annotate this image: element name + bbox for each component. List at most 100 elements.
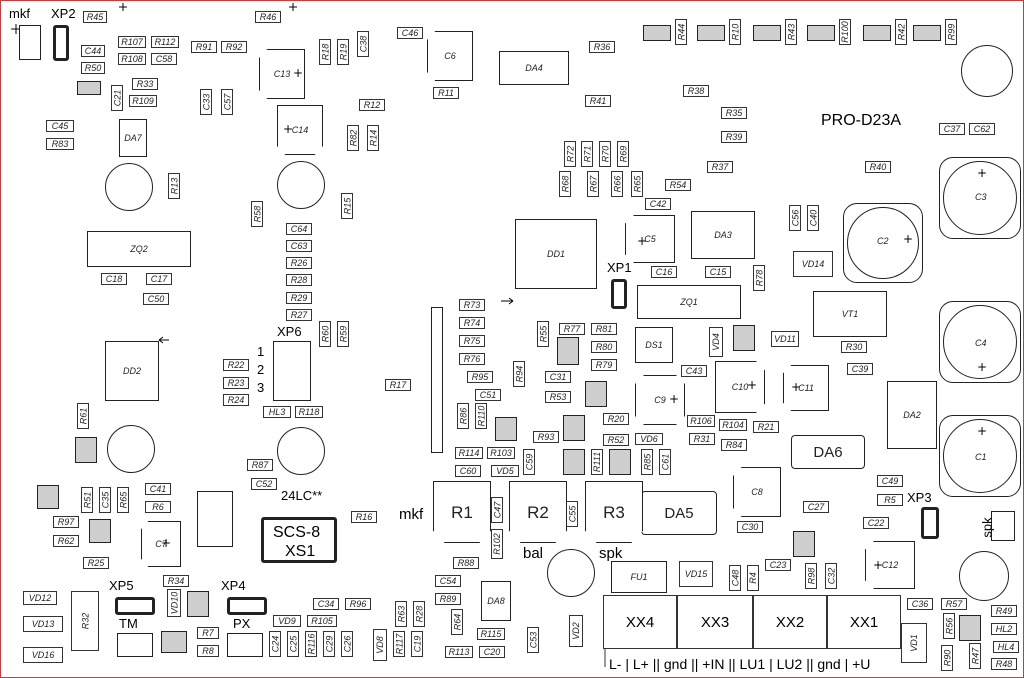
transistor-a: [557, 337, 579, 365]
resistor-r41: R41: [585, 95, 611, 107]
resistor-r51: R51: [81, 487, 93, 513]
cap-c1-plus: +: [977, 424, 988, 438]
resistor-r89: R89: [435, 593, 461, 605]
ic-da6: DA6: [791, 435, 865, 469]
resistor-r105: R105: [307, 615, 337, 627]
resistor-r97: R97: [53, 516, 79, 528]
transistor-j: [89, 519, 111, 543]
cap-c3-plus: +: [977, 166, 988, 180]
resistor-r38: R38: [683, 85, 709, 97]
capacitor-c46: C46: [397, 27, 423, 39]
resistor-r116: R116: [305, 631, 317, 657]
capacitor-c34: C34: [313, 598, 339, 610]
xp4-jumper: [227, 597, 267, 615]
resistor-r28-bottom: R28: [413, 601, 425, 627]
capacitor-c49: C49: [877, 475, 903, 487]
cap-c4-label: C4: [975, 338, 987, 348]
capacitor-c39: C39: [847, 363, 873, 375]
resistor-r64: R64: [451, 609, 463, 635]
transistor-vt5: [643, 25, 671, 41]
resistor-r14: R14: [367, 125, 379, 151]
xp1-jumper: [611, 279, 627, 309]
capacitor-c37: C37: [939, 123, 965, 135]
capacitor-c58: C58: [151, 53, 177, 65]
resistor-r30: R30: [841, 341, 867, 353]
xp3-jumper: [921, 507, 939, 539]
xp5-jumper: [115, 597, 155, 615]
transistor-m: [793, 531, 815, 557]
capacitor-c55: C55: [566, 501, 578, 527]
cap-c1-label: C1: [975, 452, 987, 462]
resistor-r78: R78: [753, 265, 765, 291]
transistor-vt1: VT1: [813, 291, 887, 337]
cap-c14: C14: [277, 105, 323, 155]
eeprom-label: 24LC**: [281, 488, 323, 503]
resistor-r53: R53: [545, 391, 571, 403]
capacitor-c36: C36: [907, 598, 933, 610]
xp2-label: XP2: [51, 6, 76, 21]
cap-c1: [943, 419, 1017, 493]
resistor-r114: R114: [455, 447, 483, 459]
transistor-e: [563, 449, 585, 475]
resistor-r69: R69: [617, 141, 629, 167]
capacitor-c21: C21: [111, 85, 123, 111]
crystal-zq2: ZQ2: [87, 231, 191, 267]
terminal-xx4: XX4: [603, 595, 677, 649]
capacitor-c52: C52: [251, 478, 277, 490]
resistor-r15: R15: [341, 193, 353, 219]
fuse-fu1: FU1: [611, 561, 667, 593]
capacitor-c41: C41: [145, 483, 171, 495]
resistor-r55: R55: [537, 321, 549, 347]
ic-da7: DA7: [119, 119, 147, 157]
terminal-xx3: XX3: [677, 595, 753, 649]
capacitor-c62: C62: [969, 123, 995, 135]
cap-c9-plus: +: [669, 392, 680, 406]
buzzer-eeprom: [277, 427, 325, 475]
cap-c13: C13: [259, 49, 305, 99]
xs1-socket: [261, 517, 337, 563]
resistor-r10: R10: [729, 19, 741, 45]
cap-c2-label: C2: [877, 236, 889, 246]
capacitor-c45: C45: [46, 120, 74, 132]
xp6-label: XP6: [277, 324, 302, 339]
capacitor-c27: C27: [803, 501, 829, 513]
resistor-r118: R118: [295, 406, 323, 418]
resistor-r34: R34: [163, 575, 189, 587]
resistor-r96: R96: [345, 598, 371, 610]
ic-dd1: DD1: [515, 219, 597, 289]
capacitor-c22: C22: [863, 517, 889, 529]
xp3-label: XP3: [907, 490, 932, 505]
transistor-vt6: [697, 25, 725, 41]
xp6-pin-1: 1: [257, 344, 265, 359]
resistor-r74: R74: [459, 317, 485, 329]
resistor-r71: R71: [581, 141, 593, 167]
buzzer-left: [105, 163, 153, 211]
capacitor-c50: C50: [143, 293, 169, 305]
resistor-r75: R75: [459, 335, 485, 347]
resistor-r50: R50: [81, 62, 105, 74]
cap-c3: [943, 161, 1017, 235]
pot-r3: R3: [585, 481, 643, 543]
resistor-r57: R57: [941, 598, 967, 610]
resistor-r27: R27: [286, 309, 312, 321]
xs1-line1: SCS-8: [273, 524, 321, 541]
transistor-c: [563, 415, 585, 441]
resistor-r6: R6: [145, 501, 171, 513]
pot-spk-label: spk: [599, 545, 623, 562]
px-connector: [227, 633, 263, 657]
diode-vd1: VD1: [901, 623, 927, 663]
capacitor-c54: C54: [435, 575, 461, 587]
pot-r1: R1: [433, 481, 491, 543]
resistor-r98: R98: [805, 563, 817, 589]
transistor-vt7: [753, 25, 781, 41]
terminal-xx2: XX2: [753, 595, 827, 649]
diode-vd14: VD14: [793, 251, 833, 277]
cap-c10: C10: [715, 361, 765, 413]
resistor-r26: R26: [286, 257, 312, 269]
resistor-r99: R99: [945, 19, 957, 45]
cap-c3-label: C3: [975, 192, 987, 202]
relay-block: [197, 491, 233, 547]
resistor-r24: R24: [223, 394, 249, 406]
ic-da5: DA5: [641, 491, 717, 535]
mkf-header-label: mkf: [9, 6, 30, 21]
